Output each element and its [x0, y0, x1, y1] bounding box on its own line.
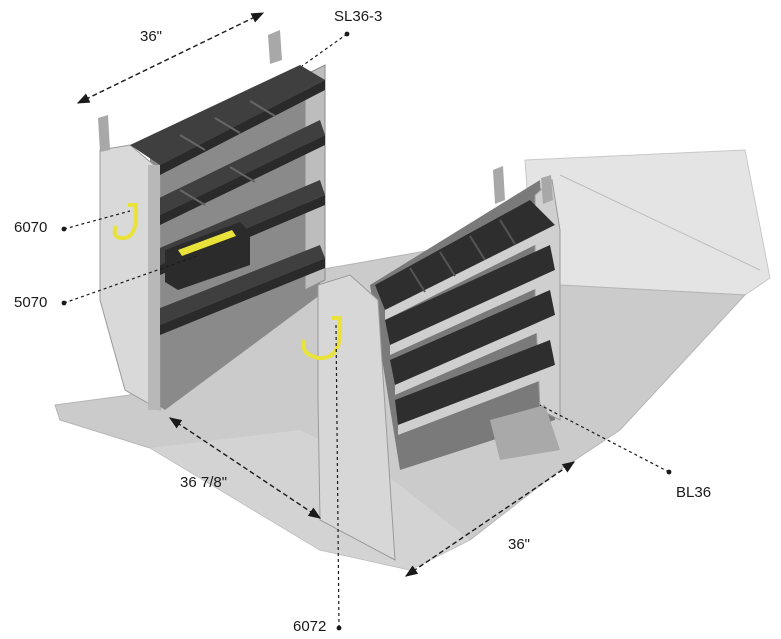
leader-dot-6070: [61, 226, 67, 232]
leader-dot-bl36: [666, 469, 672, 475]
leader-dot-5070: [61, 300, 67, 306]
leader-dot-6072: [336, 625, 342, 631]
leader-6072: [335, 324, 340, 629]
part-label-6070: 6070: [14, 219, 48, 236]
floor-seam: [559, 174, 761, 271]
shelf-unit-right: [301, 166, 561, 561]
dim-arrow-top: [76, 12, 265, 104]
hook-6072: [301, 316, 342, 361]
part-label-5070: 5070: [14, 294, 48, 311]
dimension-top-label: 36": [140, 28, 163, 45]
leader-dot-sl36-3: [344, 31, 350, 37]
part-label-bl36: BL36: [676, 484, 712, 501]
dim-arrow-aisle: [168, 417, 322, 519]
leader-bl36: [539, 404, 670, 473]
shelf-unit-left: [98, 30, 326, 411]
bin-5070: [165, 222, 250, 290]
part-label-6072: 6072: [293, 618, 327, 635]
van-floor-back: [524, 149, 771, 296]
dimension-aisle-label: 36 7/8": [180, 474, 228, 491]
dim-arrow-bottom: [404, 461, 576, 577]
hook-6070: [112, 203, 138, 241]
dimension-bottom-label: 36": [508, 536, 531, 553]
leader-sl36-3: [301, 33, 348, 67]
leader-5070: [63, 254, 201, 304]
part-label-sl36-3: SL36-3: [334, 8, 383, 25]
